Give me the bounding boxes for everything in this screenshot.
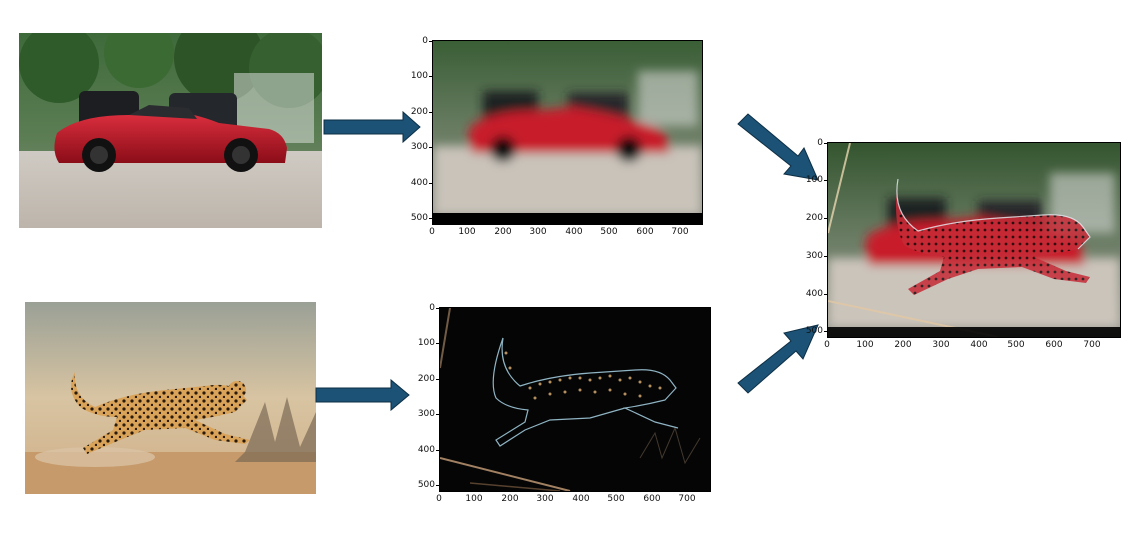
tick-mark [436,308,439,309]
x-tick-label: 300 [932,340,950,350]
x-tick-label: 200 [494,227,512,237]
x-tick-label: 100 [458,227,476,237]
tick-mark [429,147,432,148]
y-tick-label: 400 [417,445,435,455]
y-tick-label: 500 [417,480,435,490]
tick-mark [436,485,439,486]
tick-mark [824,256,827,257]
blurred-car-plot [432,40,703,225]
edge-cheetah-plot [439,307,711,492]
x-tick-label: 700 [678,494,696,504]
y-tick-label: 300 [417,409,435,419]
y-tick-label: 200 [805,213,823,223]
x-tick-label: 400 [565,227,583,237]
tick-mark [429,76,432,77]
y-tick-label: 100 [417,338,435,348]
y-tick-label: 0 [429,303,435,313]
tick-mark [429,183,432,184]
y-tick-label: 0 [817,138,823,148]
tick-mark [436,343,439,344]
hybrid-plot [827,142,1121,338]
x-tick-label: 600 [643,494,661,504]
x-tick-label: 200 [501,494,519,504]
y-tick-label: 400 [805,289,823,299]
x-tick-label: 100 [465,494,483,504]
y-tick-label: 300 [410,142,428,152]
x-tick-label: 0 [436,494,442,504]
tick-mark [824,218,827,219]
tick-mark [824,331,827,332]
tick-mark [429,41,432,42]
y-tick-label: 300 [805,251,823,261]
tick-mark [824,294,827,295]
y-tick-label: 500 [805,326,823,336]
arrow-edge-to-hybrid [736,323,820,395]
car-photo [19,33,322,228]
x-tick-label: 300 [529,227,547,237]
y-tick-label: 0 [422,36,428,46]
cheetah-photo [25,302,316,494]
x-tick-label: 500 [1007,340,1025,350]
x-tick-label: 400 [970,340,988,350]
y-tick-label: 100 [805,175,823,185]
arrow-blur-to-hybrid [736,112,820,182]
x-tick-label: 500 [600,227,618,237]
tick-mark [436,450,439,451]
tick-mark [436,379,439,380]
tick-mark [429,112,432,113]
y-tick-label: 100 [410,71,428,81]
y-tick-label: 400 [410,178,428,188]
x-tick-label: 600 [636,227,654,237]
tick-mark [824,143,827,144]
arrow-cheetah-to-edge [315,378,411,412]
tick-mark [436,414,439,415]
x-tick-label: 200 [894,340,912,350]
x-tick-label: 100 [856,340,874,350]
y-tick-label: 200 [417,374,435,384]
x-tick-label: 700 [671,227,689,237]
x-tick-label: 0 [429,227,435,237]
tick-mark [824,180,827,181]
y-tick-label: 500 [410,213,428,223]
x-tick-label: 400 [572,494,590,504]
x-tick-label: 0 [824,340,830,350]
x-tick-label: 600 [1045,340,1063,350]
x-tick-label: 300 [536,494,554,504]
arrow-car-to-blur [323,110,423,144]
tick-mark [429,218,432,219]
x-tick-label: 700 [1083,340,1101,350]
y-tick-label: 200 [410,107,428,117]
x-tick-label: 500 [607,494,625,504]
